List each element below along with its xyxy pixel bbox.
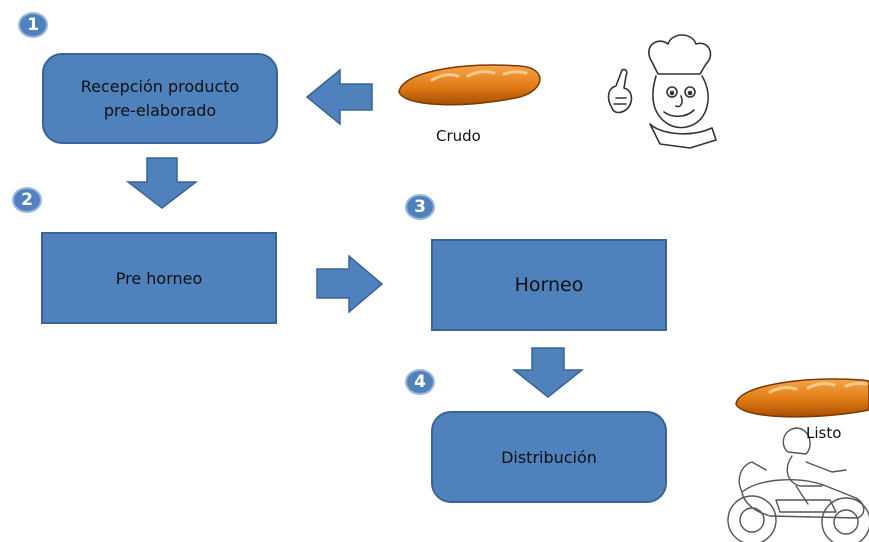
arrow-step-1-to-2 — [125, 157, 199, 209]
step-3-label: Horneo — [514, 274, 584, 296]
raw-caption: Crudo — [436, 127, 481, 145]
step-2-number-badge: 2 — [12, 187, 42, 213]
step-1-number: 1 — [27, 15, 39, 35]
step-4-number: 4 — [414, 372, 426, 392]
arrow-into-step-1 — [305, 68, 373, 126]
step-4-box: Distribución — [431, 411, 667, 503]
chef-icon — [607, 34, 717, 149]
bread-icon — [398, 64, 541, 106]
motorcycle-icon — [727, 427, 869, 542]
step-4-label: Distribución — [501, 447, 597, 467]
bread-icon — [735, 378, 869, 418]
step-1-label: Recepción producto pre-elaborado — [80, 77, 240, 120]
step-1-number-badge: 1 — [18, 12, 48, 38]
step-1-box: Recepción producto pre-elaborado — [42, 53, 278, 144]
step-2-label: Pre horneo — [115, 268, 203, 288]
step-2-box: Pre horneo — [41, 232, 277, 324]
ready-caption: Listo — [806, 424, 842, 442]
step-3-number-badge: 3 — [405, 194, 435, 220]
step-3-number: 3 — [414, 197, 426, 217]
step-4-number-badge: 4 — [405, 369, 435, 395]
arrow-step-3-to-4 — [511, 347, 585, 398]
step-2-number: 2 — [21, 190, 33, 210]
arrow-step-2-to-3 — [316, 254, 384, 314]
step-3-box: Horneo — [431, 239, 667, 331]
